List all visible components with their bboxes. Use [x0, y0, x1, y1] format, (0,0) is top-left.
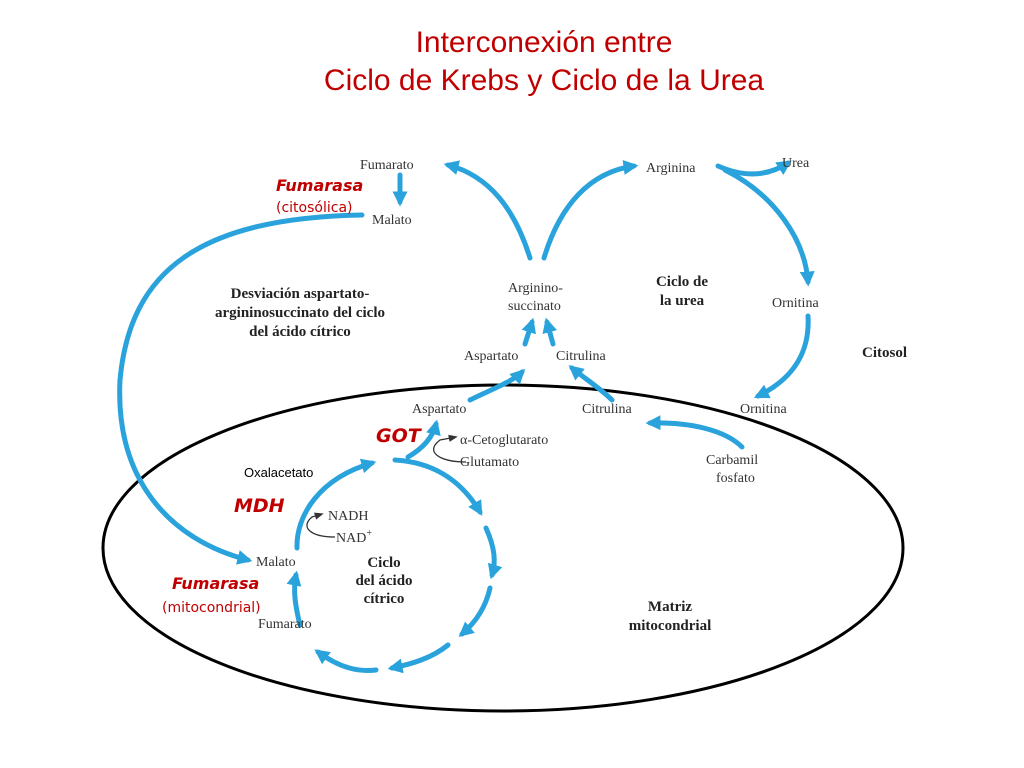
label-aspartato-cyto: Aspartato — [464, 349, 518, 364]
enzyme-mdh: MDH — [234, 495, 285, 517]
label-nad-text: NAD — [336, 531, 366, 546]
label-ciclo-krebs-2: del ácido — [355, 573, 412, 589]
label-matriz-1: Matriz — [648, 599, 692, 615]
label-ciclo-krebs-1: Ciclo — [367, 555, 400, 571]
arrow-oxalacetato-aspartato — [405, 419, 441, 460]
label-fumarato-cyto: Fumarato — [360, 158, 414, 173]
label-arginina: Arginina — [646, 161, 696, 176]
label-ciclo-urea-1: Ciclo de — [656, 274, 708, 290]
label-citrulina-mito: Citrulina — [582, 402, 633, 417]
label-desviacion-1: Desviación aspartato- — [231, 286, 370, 302]
cofactor-arrow-got — [433, 434, 467, 463]
arrow-ornitina-transport — [753, 313, 811, 399]
enzyme-fumarasa-mito-note: (mitocondrial) — [162, 600, 261, 616]
label-arginino-2: succinato — [508, 299, 561, 314]
enzyme-fumarasa-mito: Fumarasa — [172, 574, 259, 593]
label-urea: Urea — [782, 156, 810, 171]
label-desviacion-3: del ácido cítrico — [249, 324, 351, 340]
label-carbamil-2: fosfato — [716, 471, 755, 486]
cofactor-arrow-mdh — [306, 512, 336, 538]
krebs-arrow-4 — [387, 642, 451, 674]
title-line-1: Interconexión entre — [415, 26, 673, 59]
krebs-arrow-3 — [458, 585, 493, 637]
arrow-aspartato-transport — [467, 368, 526, 403]
label-carbamil-1: Carbamil — [706, 453, 758, 468]
enzyme-got: GOT — [376, 425, 423, 447]
label-fumarato-mito: Fumarato — [258, 617, 312, 632]
arrow-argininosuccinato-fumarato — [443, 160, 533, 261]
arrow-arginina-ornitina — [722, 167, 815, 287]
label-ornitina-cyto: Ornitina — [772, 296, 819, 311]
label-ciclo-krebs-3: cítrico — [364, 591, 405, 607]
krebs-arrow-5 — [314, 649, 379, 673]
title-line-2: Ciclo de Krebs y Ciclo de la Urea — [323, 64, 765, 97]
label-matriz-2: mitocondrial — [629, 618, 712, 634]
enzyme-fumarasa-cyto: Fumarasa — [276, 176, 363, 195]
arrow-ornitina-citrulina — [645, 415, 745, 450]
label-nadh: NADH — [328, 509, 368, 524]
arrow-malato-shunt — [117, 212, 365, 565]
krebs-arrow-fumarato-malato — [286, 570, 303, 628]
arrow-argininosuccinato-arginina — [541, 159, 639, 261]
label-ciclo-urea-2: la urea — [660, 293, 705, 309]
enzyme-fumarasa-cyto-note: (citosólica) — [276, 200, 352, 216]
label-nad: NAD+ — [336, 528, 372, 546]
label-citrulina-cyto: Citrulina — [556, 349, 607, 364]
arrow-aspartato-to-succinato — [521, 317, 536, 347]
label-ornitina-mito: Ornitina — [740, 402, 787, 417]
krebs-arrow-1 — [392, 457, 483, 516]
arrow-citrulina-to-succinato — [542, 317, 557, 347]
label-aspartato-mito: Aspartato — [412, 402, 466, 417]
arrow-citrulina-transport — [568, 365, 615, 403]
krebs-arrow-malato-oxalacetato — [294, 458, 377, 551]
label-alfa-cetoglutarato: α-Cetoglutarato — [460, 433, 548, 448]
slide-title: Interconexión entre Ciclo de Krebs y Cic… — [0, 24, 1024, 100]
label-arginino-1: Arginino- — [508, 281, 563, 296]
krebs-arrow-2 — [483, 525, 503, 580]
label-oxalacetato: Oxalacetato — [244, 465, 313, 480]
label-desviacion-2: argininosuccinato del ciclo — [215, 305, 385, 321]
label-glutamato: Glutamato — [460, 455, 519, 470]
label-citosol: Citosol — [862, 345, 907, 361]
label-malato-cyto: Malato — [372, 213, 412, 228]
label-nad-sup: + — [366, 528, 372, 539]
label-malato-mito: Malato — [256, 555, 296, 570]
